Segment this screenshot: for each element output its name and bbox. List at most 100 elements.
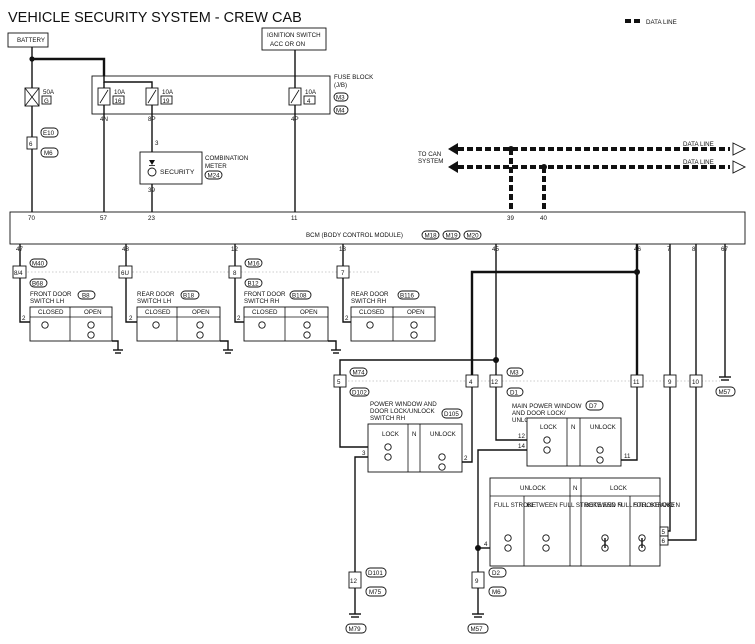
svg-text:SWITCH LH: SWITCH LH: [137, 298, 171, 305]
svg-text:M3: M3: [510, 370, 519, 377]
svg-text:SWITCH RH: SWITCH RH: [370, 415, 405, 422]
svg-text:19: 19: [163, 98, 170, 105]
fuse-50a-amp: 50A: [43, 89, 55, 96]
svg-text:12: 12: [491, 379, 498, 386]
battery-label: BATTERY: [17, 37, 45, 44]
svg-text:10A: 10A: [162, 89, 174, 96]
joint-pin: 6: [29, 141, 33, 148]
svg-text:11: 11: [624, 453, 631, 460]
svg-text:5: 5: [337, 379, 341, 386]
svg-text:5: 5: [662, 529, 666, 536]
svg-text:57: 57: [100, 215, 107, 222]
svg-text:COMBINATION: COMBINATION: [205, 155, 248, 162]
svg-text:10: 10: [692, 379, 699, 386]
svg-text:M40: M40: [32, 261, 45, 268]
svg-text:M24: M24: [208, 173, 221, 180]
svg-text:40: 40: [540, 215, 547, 222]
svg-text:9: 9: [668, 379, 672, 386]
svg-text:10A: 10A: [114, 89, 126, 96]
svg-text:CLOSED: CLOSED: [38, 309, 64, 316]
svg-text:B116: B116: [400, 293, 415, 300]
main-power-window-switch: [526, 417, 622, 467]
svg-text:REAR DOOR: REAR DOOR: [351, 291, 389, 298]
battery-box: [7, 32, 49, 48]
joint-conn-2: M6: [44, 150, 53, 157]
svg-text:4P: 4P: [291, 116, 299, 123]
svg-text:M6: M6: [492, 589, 501, 596]
svg-text:LOCK: LOCK: [540, 424, 558, 431]
svg-text:D101: D101: [368, 570, 383, 577]
ignition-label-2: ACC OR ON: [270, 41, 305, 48]
svg-text:4: 4: [484, 541, 488, 548]
svg-text:12: 12: [518, 433, 525, 440]
svg-text:MAIN POWER WINDOW: MAIN POWER WINDOW: [512, 403, 582, 410]
svg-text:CLOSED: CLOSED: [145, 309, 171, 316]
svg-text:SWITCH LH: SWITCH LH: [30, 298, 64, 305]
svg-text:3: 3: [362, 450, 366, 457]
svg-text:8P: 8P: [148, 116, 156, 123]
page-title: VEHICLE SECURITY SYSTEM - CREW CAB: [8, 10, 302, 26]
security-indicator-icon: [149, 160, 155, 165]
svg-text:B108: B108: [292, 293, 307, 300]
svg-text:SWITCH RH: SWITCH RH: [244, 298, 279, 305]
svg-text:OPEN: OPEN: [84, 309, 102, 316]
svg-text:METER: METER: [205, 163, 227, 170]
svg-text:SWITCH RH: SWITCH RH: [351, 298, 386, 305]
svg-text:UNLOCK: UNLOCK: [430, 431, 457, 438]
svg-text:FRONT DOOR: FRONT DOOR: [30, 291, 72, 298]
svg-text:2: 2: [129, 315, 133, 322]
svg-text:N: N: [573, 485, 577, 492]
svg-text:B12: B12: [248, 281, 260, 288]
svg-text:OPEN: OPEN: [300, 309, 318, 316]
ground-rh-label: M79: [349, 626, 362, 633]
svg-text:6: 6: [662, 538, 666, 545]
svg-text:4: 4: [307, 98, 311, 105]
svg-text:10A: 10A: [305, 89, 317, 96]
svg-text:4: 4: [469, 379, 473, 386]
svg-text:2: 2: [345, 315, 349, 322]
door-lock-actuator: [489, 477, 661, 567]
ground-lh-label: M57: [471, 626, 484, 633]
svg-text:4N: 4N: [100, 116, 108, 123]
svg-text:FULL STROKE: FULL STROKE: [494, 502, 536, 509]
power-window-switch-rh: [367, 423, 463, 473]
data-line-legend-label: DATA LINE: [646, 19, 677, 26]
bcm-label: BCM (BODY CONTROL MODULE): [306, 232, 403, 239]
svg-text:9: 9: [475, 578, 479, 585]
front-door-switch-rh: [243, 306, 329, 342]
svg-text:8: 8: [692, 246, 696, 253]
fuse-block-conn-1: M3: [336, 95, 345, 102]
svg-text:BETWEEN FULL STROKE AND N: BETWEEN FULL STROKE AND N: [527, 502, 622, 509]
bcm-module: [9, 211, 746, 245]
svg-text:BETWEEN FULL STROKE AND N: BETWEEN FULL STROKE AND N: [585, 502, 680, 509]
svg-text:B68: B68: [32, 281, 44, 288]
combination-meter: [139, 151, 203, 185]
svg-text:7: 7: [667, 246, 671, 253]
svg-text:D1: D1: [510, 390, 518, 397]
svg-text:6U: 6U: [121, 270, 129, 277]
svg-text:M18: M18: [425, 233, 438, 240]
svg-text:M74: M74: [353, 370, 366, 377]
svg-text:CLOSED: CLOSED: [252, 309, 278, 316]
svg-text:D2: D2: [492, 570, 500, 577]
svg-text:LOCK: LOCK: [382, 431, 400, 438]
svg-text:FULL STROKE: FULL STROKE: [633, 502, 675, 509]
fuse-block-label-1: FUSE BLOCK: [334, 74, 374, 81]
svg-text:AND DOOR LOCK/: AND DOOR LOCK/: [512, 410, 566, 417]
svg-text:39: 39: [148, 187, 155, 194]
fuse-block-conn-2: M4: [336, 108, 345, 115]
svg-text:23: 23: [148, 215, 155, 222]
svg-text:UNLOCK: UNLOCK: [590, 424, 617, 431]
svg-text:N: N: [412, 431, 416, 438]
fuse-50a-num: G: [44, 98, 49, 105]
svg-text:FRONT DOOR: FRONT DOOR: [244, 291, 286, 298]
svg-text:REAR DOOR: REAR DOOR: [137, 291, 175, 298]
svg-text:OPEN: OPEN: [407, 309, 425, 316]
svg-text:M75: M75: [369, 589, 382, 596]
svg-text:2: 2: [237, 315, 241, 322]
svg-text:8: 8: [233, 270, 237, 277]
svg-text:11: 11: [633, 379, 640, 386]
svg-text:B18: B18: [183, 293, 195, 300]
svg-text:M16: M16: [248, 261, 261, 268]
svg-text:11: 11: [291, 215, 298, 222]
